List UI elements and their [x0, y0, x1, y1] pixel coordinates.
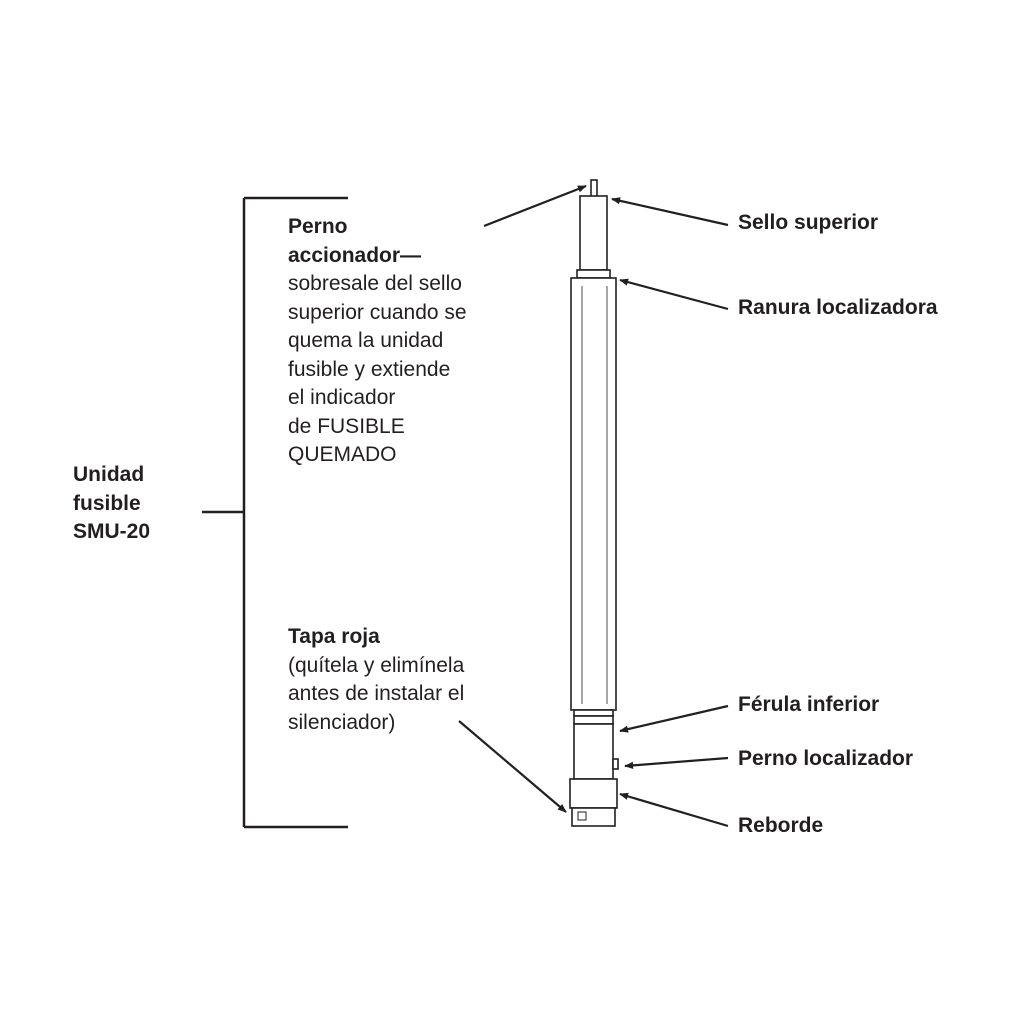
ferrule-band-1 — [573, 709, 614, 717]
locating-pin-label: Perno localizador — [738, 747, 914, 770]
arrow-lower-ferrule — [619, 704, 729, 733]
unit-bracket — [202, 196, 348, 829]
locating-pin-shape — [612, 758, 619, 770]
fuse-tube-shape — [570, 277, 617, 711]
actuating-pin-shape — [590, 179, 598, 198]
locating-groove-shape — [576, 269, 611, 279]
red-cap-label: Tapa roja (quítela y elimínela antes de … — [288, 625, 465, 734]
arrow-locating-pin — [624, 756, 729, 769]
flange-shape — [569, 778, 618, 809]
flange-label: Reborde — [738, 814, 824, 837]
lower-ferrule-shape — [573, 723, 614, 780]
fuse-body — [569, 179, 619, 827]
arrow-flange — [619, 792, 729, 828]
arrow-top-seal — [611, 197, 729, 227]
actuating-pin-label: Perno accionador— sobresale del sello su… — [288, 215, 467, 466]
locating-groove-label: Ranura localizadora — [738, 296, 938, 319]
lower-ferrule-label: Férula inferior — [738, 693, 880, 716]
arrow-actuating-pin — [483, 184, 587, 228]
top-seal-label: Sello superior — [738, 211, 879, 234]
leader-arrows — [458, 184, 729, 828]
unit-label: Unidad fusible SMU-20 — [73, 463, 151, 543]
arrow-red-cap — [458, 720, 567, 813]
ferrule-band-2 — [573, 715, 614, 725]
top-seal-shape — [579, 195, 608, 271]
arrow-locating-groove — [619, 278, 729, 311]
